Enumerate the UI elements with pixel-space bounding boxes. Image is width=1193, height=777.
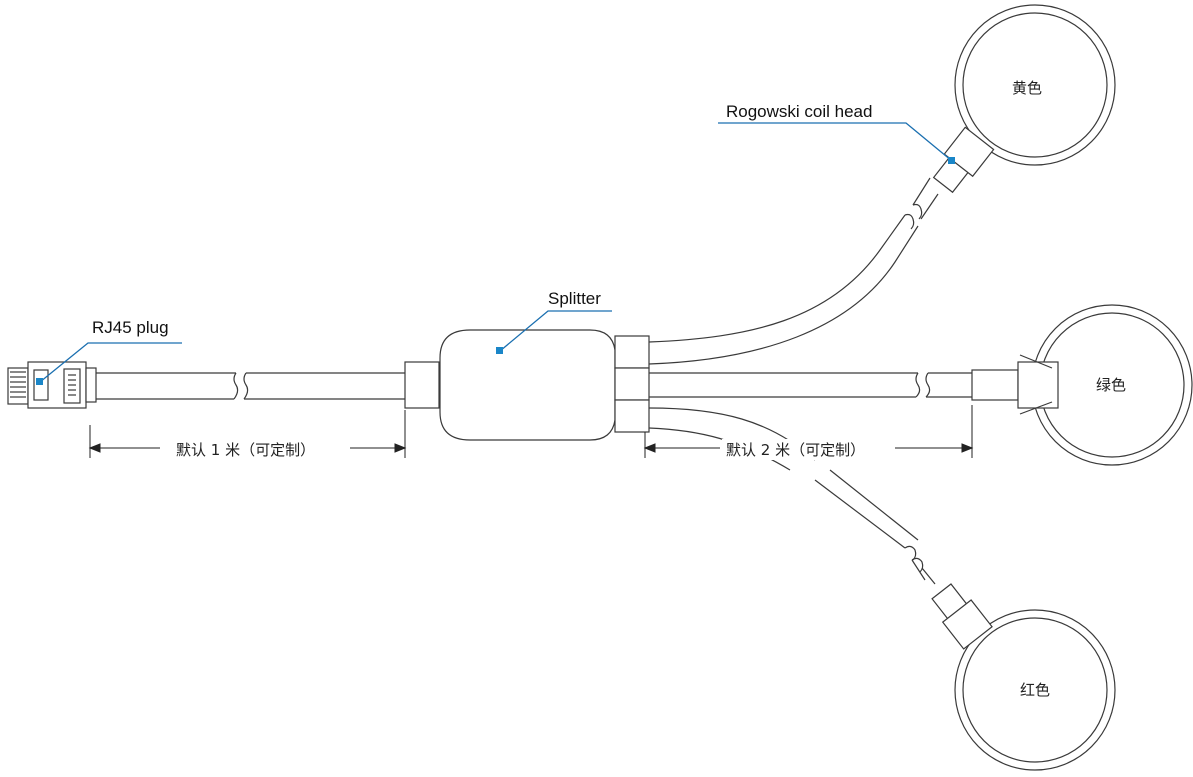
splitter-body: [404, 329, 650, 441]
coil-top: [932, 4, 1116, 194]
rj45-plug-body: [7, 361, 97, 409]
leader-markers: [36, 157, 955, 385]
left-length-dimension: 默认 1 米（可定制）: [172, 439, 320, 460]
coil-middle: [971, 304, 1193, 466]
rj45-plug-label: RJ45 plug: [92, 318, 169, 337]
coil-head-label: Rogowski coil head: [726, 102, 873, 121]
coil-top-color-label: 黄色: [1012, 79, 1043, 97]
coil-bottom-color-label: 红色: [1020, 681, 1051, 699]
left-cable: [96, 372, 406, 400]
dimension-lines: [88, 405, 974, 458]
middle-branch-cable: [649, 372, 972, 398]
leader-lines: [39, 122, 953, 383]
coil-bottom: [931, 583, 1116, 771]
top-branch-cable: [648, 177, 939, 365]
right-length-dimension: 默认 2 米（可定制）: [722, 439, 870, 460]
coil-middle-color-label: 绿色: [1096, 376, 1127, 394]
splitter-label: Splitter: [548, 289, 601, 308]
bottom-branch-cable: [648, 407, 936, 585]
